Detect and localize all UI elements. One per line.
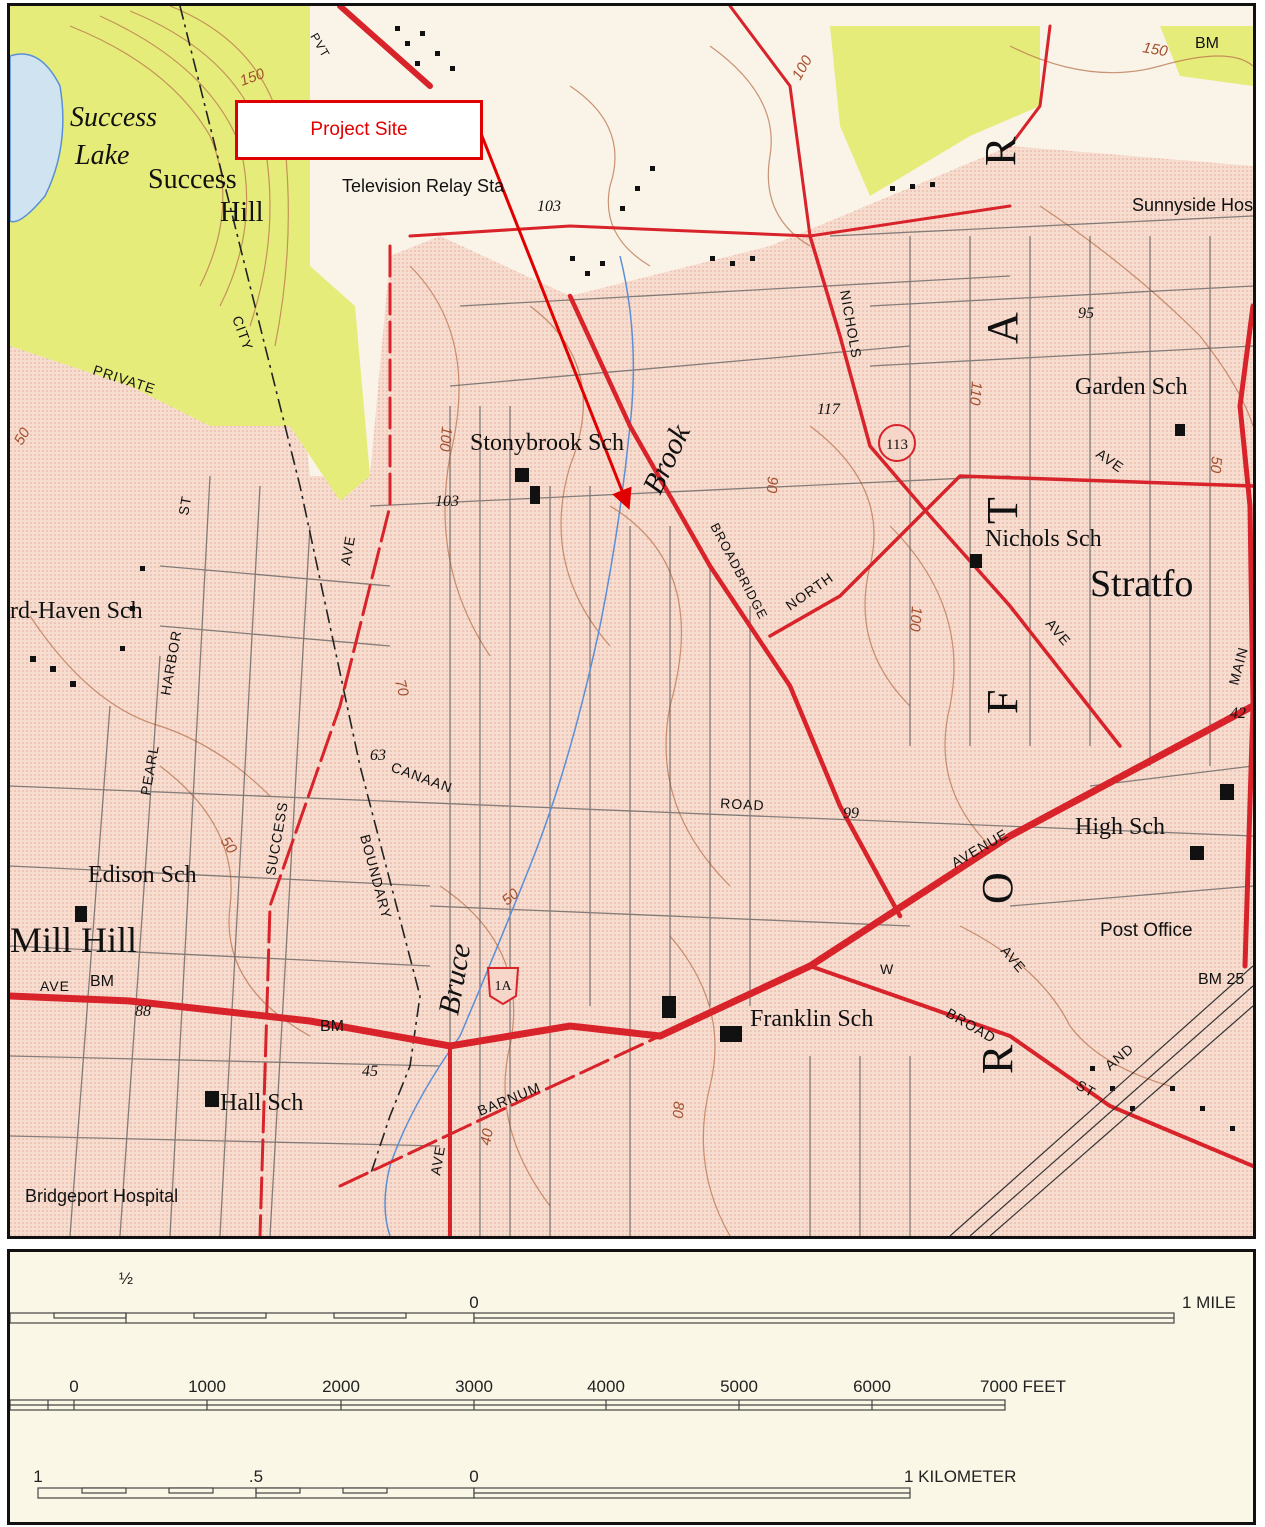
success-lake: [10, 53, 64, 223]
project-site-callout: Project Site: [235, 100, 483, 160]
stonybrook-sch-label: Stonybrook Sch: [470, 430, 624, 456]
elev-45: 45: [362, 1063, 378, 1080]
km-label-one-left: 1: [33, 1467, 42, 1486]
contour-label-100-stonybrook: 100: [436, 426, 455, 453]
school-symbols: [75, 424, 1234, 1107]
scale-bars: ½ 0 1 MILE 0 1000 2000 3000 4000 5000 60…: [10, 1269, 1236, 1499]
bm-25-label: BM 25: [1198, 971, 1244, 988]
project-site-arrow: [478, 130, 632, 510]
contour-label-40: 40: [477, 1127, 497, 1147]
edison-sch-label: Edison Sch: [88, 862, 197, 888]
contour-label-90: 90: [763, 476, 781, 495]
woodland-north: [830, 26, 1040, 196]
mill-hill-label: Mill Hill: [10, 920, 137, 960]
contour-label-150-east: 150: [1141, 39, 1169, 60]
elev-42: 42: [1230, 705, 1246, 722]
elev-63: 63: [370, 747, 386, 764]
contour-label-80: 80: [669, 1101, 687, 1120]
bm-45-label: BM: [320, 1018, 344, 1035]
contour-label-50-east: 50: [1207, 456, 1225, 475]
success-lake-label-1: Success: [70, 102, 157, 133]
haven-sch-label: rd-Haven Sch: [10, 598, 143, 624]
route-1a-shield: 1A: [486, 967, 520, 1006]
mile-label-one: 1 MILE: [1182, 1293, 1236, 1312]
feet-label-1000: 1000: [188, 1377, 226, 1396]
franklin-sch-label: Franklin Sch: [750, 1006, 873, 1032]
major-roads: [10, 6, 1253, 1236]
feet-label-2000: 2000: [322, 1377, 360, 1396]
km-scale-bar: [37, 1487, 911, 1499]
success-hill-label-1: Success: [148, 164, 237, 195]
open-land-north: [280, 6, 1253, 476]
feet-label-6000: 6000: [853, 1377, 891, 1396]
feet-label-7000: 7000 FEET: [980, 1377, 1066, 1396]
big-letter-r1: R: [976, 136, 1025, 166]
bridgeport-hospital-label: Bridgeport Hospital: [25, 1186, 178, 1206]
bm-top-label: BM: [1195, 35, 1219, 52]
feet-label-3000: 3000: [455, 1377, 493, 1396]
mile-scale-bar: [10, 1312, 1175, 1324]
bm-millhill-label: BM: [90, 973, 114, 990]
contour-label-50-west: 50: [11, 424, 34, 448]
route-1a-label: 1A: [494, 979, 512, 994]
elev-103-north: 103: [537, 198, 561, 215]
post-office-label: Post Office: [1100, 920, 1193, 941]
street-ave-bruce-label: AVE: [427, 1144, 448, 1176]
big-letter-t: T: [978, 497, 1027, 524]
television-relay-label: Television Relay Sta: [342, 176, 505, 196]
km-label-zero: 0: [469, 1467, 478, 1486]
elev-95: 95: [1078, 305, 1094, 322]
route-113-label: 113: [886, 437, 908, 453]
street-road-label: ROAD: [720, 795, 765, 813]
contour-label-100-mid: 100: [906, 606, 925, 633]
feet-scale-bar: [10, 1399, 1006, 1411]
elev-99: 99: [843, 805, 859, 822]
railroad: [949, 965, 1253, 1236]
feet-label-4000: 4000: [587, 1377, 625, 1396]
project-site-label: Project Site: [310, 119, 408, 140]
elev-103-south: 103: [435, 493, 459, 510]
elev-88: 88: [135, 1003, 151, 1020]
success-lake-label-2: Lake: [74, 140, 129, 171]
street-w-label: W: [880, 961, 894, 977]
big-letter-a: A: [978, 312, 1027, 344]
high-sch-label: High Sch: [1075, 814, 1165, 840]
garden-sch-label: Garden Sch: [1075, 374, 1188, 400]
street-st-harbor-label: ST: [175, 494, 194, 516]
feet-label-5000: 5000: [720, 1377, 758, 1396]
hall-sch-label: Hall Sch: [220, 1090, 303, 1116]
big-letter-f: F: [978, 690, 1027, 714]
building-dots: [30, 26, 1235, 1131]
topographic-map[interactable]: 113 1A Success Lake Success Hill Televis…: [7, 3, 1256, 1239]
big-letter-r2: R: [973, 1044, 1022, 1074]
km-label-one: 1 KILOMETER: [904, 1467, 1016, 1486]
big-letter-o: O: [973, 872, 1022, 904]
stratford-label: Stratfo: [1090, 563, 1193, 605]
scale-legend: ½ 0 1 MILE 0 1000 2000 3000 4000 5000 60…: [7, 1249, 1256, 1525]
success-hill-label-2: Hill: [220, 197, 264, 228]
route-113-shield: 113: [878, 424, 916, 462]
nichols-sch-label: Nichols Sch: [985, 526, 1102, 552]
street-ave-success-label: AVE: [337, 534, 358, 566]
street-ave-millhill-label: AVE: [40, 978, 70, 994]
sunnyside-hospital-label: Sunnyside Hospital: [1132, 195, 1253, 215]
map-canvas: 113 1A Success Lake Success Hill Televis…: [10, 6, 1253, 1236]
contour-label-70: 70: [391, 678, 412, 699]
minor-streets: [10, 215, 1253, 1236]
contour-label-110: 110: [966, 381, 985, 407]
elev-117: 117: [817, 401, 841, 418]
km-label-half: .5: [249, 1467, 263, 1486]
mile-label-half: ½: [119, 1269, 133, 1288]
mile-label-zero: 0: [469, 1293, 478, 1312]
city-boundary-line: [179, 6, 421, 1177]
feet-label-0: 0: [69, 1377, 78, 1396]
